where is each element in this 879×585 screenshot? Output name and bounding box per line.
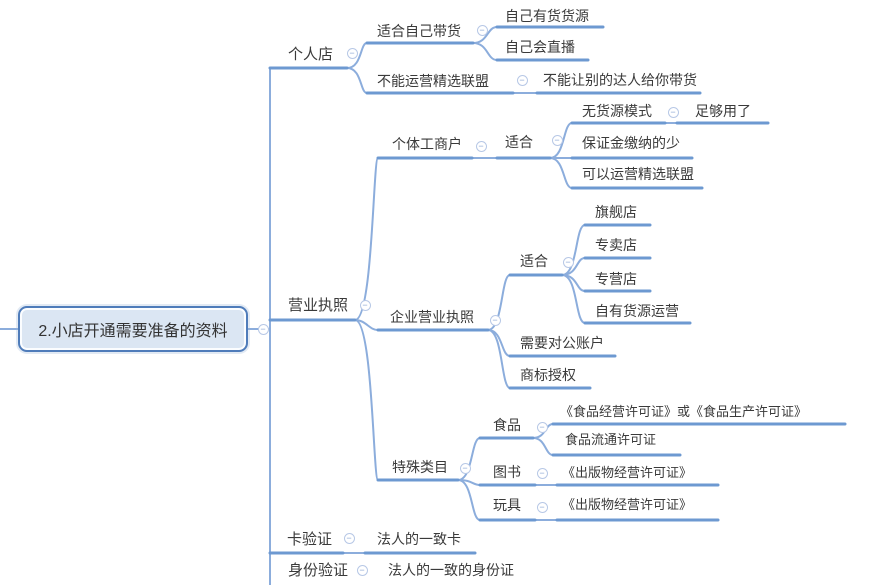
curve-food-circulation: [532, 437, 554, 456]
curve-license-individual: [354, 157, 379, 321]
topic-franchise-store[interactable]: 专营店: [595, 271, 637, 287]
curve-enterprise-trademark: [487, 329, 511, 389]
topic-trademark-authorization[interactable]: 商标授权: [520, 367, 576, 383]
topic-suitable-enterprise[interactable]: 适合: [520, 253, 548, 269]
topic-card-verification[interactable]: 卡验证: [287, 531, 333, 548]
topic-food-business-license[interactable]: 《食品经营许可证》或《食品生产许可证》: [560, 404, 808, 419]
topic-toys[interactable]: 玩具: [493, 497, 521, 513]
topic-special-categories[interactable]: 特殊类目: [392, 459, 448, 475]
toggle-personal-store-icon[interactable]: −: [346, 47, 358, 59]
topic-legal-person-id[interactable]: 法人的一致的身份证: [388, 562, 514, 578]
topic-individual-business[interactable]: 个体工商户: [392, 136, 462, 152]
toggle-suitable-individual-icon[interactable]: −: [551, 134, 563, 146]
topic-corporate-account[interactable]: 需要对公账户: [520, 335, 604, 351]
toggle-books-icon[interactable]: −: [536, 467, 548, 479]
topic-fit-self-selling[interactable]: 适合自己带货: [377, 23, 461, 39]
toggle-identity-verification-icon[interactable]: −: [356, 564, 368, 576]
toggle-fit-self-selling-icon[interactable]: −: [476, 24, 488, 36]
topic-no-alliance[interactable]: 不能运营精选联盟: [377, 73, 489, 89]
topic-business-license[interactable]: 营业执照: [288, 297, 349, 314]
curve-suitable2-flagship: [561, 224, 586, 276]
toggle-card-verification-icon[interactable]: −: [343, 532, 355, 544]
toggle-business-license-icon[interactable]: −: [359, 299, 371, 311]
curve-fitself-down: [472, 42, 498, 61]
curve-personal-up: [346, 42, 368, 69]
toggle-no-supply-mode-icon[interactable]: −: [667, 106, 679, 118]
topic-books[interactable]: 图书: [493, 464, 521, 480]
topic-food-circulation-license[interactable]: 食品流通许可证: [565, 432, 657, 447]
curve-suitable2-ownsupply: [561, 274, 586, 324]
topic-can-run-alliance[interactable]: 可以运营精选联盟: [582, 166, 694, 182]
toggle-toys-icon[interactable]: −: [536, 501, 548, 513]
curve-special-toys: [457, 479, 481, 521]
toggle-no-alliance-icon[interactable]: −: [516, 74, 528, 86]
topic-enterprise-license[interactable]: 企业营业执照: [390, 309, 474, 325]
connector-curves: [0, 26, 678, 585]
topic-own-supply-operation[interactable]: 自有货源运营: [595, 303, 679, 319]
curve-personal-down: [346, 67, 368, 94]
toggle-special-categories-icon[interactable]: −: [459, 462, 471, 474]
toggle-root-icon[interactable]: −: [257, 323, 269, 335]
toggle-suitable-enterprise-icon[interactable]: −: [562, 256, 574, 268]
topic-suitable-individual[interactable]: 适合: [505, 134, 533, 150]
topic-can-livestream[interactable]: 自己会直播: [505, 39, 575, 55]
curve-license-special: [354, 319, 379, 481]
curve-special-food: [457, 437, 481, 481]
toggle-food-icon[interactable]: −: [536, 421, 548, 433]
toggle-individual-business-icon[interactable]: −: [475, 140, 487, 152]
topic-publication-license-toys[interactable]: 《出版物经营许可证》: [562, 497, 693, 512]
topic-no-influencers[interactable]: 不能让别的达人给你带货: [543, 72, 697, 88]
topic-root[interactable]: 2.小店开通需要准备的资料: [18, 306, 248, 352]
branch-underlines: [268, 25, 847, 555]
topic-personal-store[interactable]: 个人店: [288, 46, 334, 63]
curve-suitable1-alliance: [549, 157, 573, 189]
topic-enough[interactable]: 足够用了: [695, 103, 751, 119]
topic-publication-license-books[interactable]: 《出版物经营许可证》: [562, 465, 693, 480]
topic-own-supply[interactable]: 自己有货货源: [505, 8, 589, 24]
topic-low-deposit[interactable]: 保证金缴纳的少: [582, 135, 680, 151]
topic-legal-person-card[interactable]: 法人的一致卡: [377, 531, 461, 547]
topic-flagship-store[interactable]: 旗舰店: [595, 204, 637, 220]
curve-enterprise-suitable2: [487, 274, 511, 331]
topic-food[interactable]: 食品: [493, 417, 521, 433]
topic-identity-verification[interactable]: 身份验证: [288, 562, 349, 579]
toggle-enterprise-license-icon[interactable]: −: [489, 314, 501, 326]
curve-suitable1-nosupply: [549, 122, 573, 159]
topic-no-supply-mode[interactable]: 无货源模式: [582, 103, 652, 119]
topic-exclusive-store[interactable]: 专卖店: [595, 237, 637, 253]
